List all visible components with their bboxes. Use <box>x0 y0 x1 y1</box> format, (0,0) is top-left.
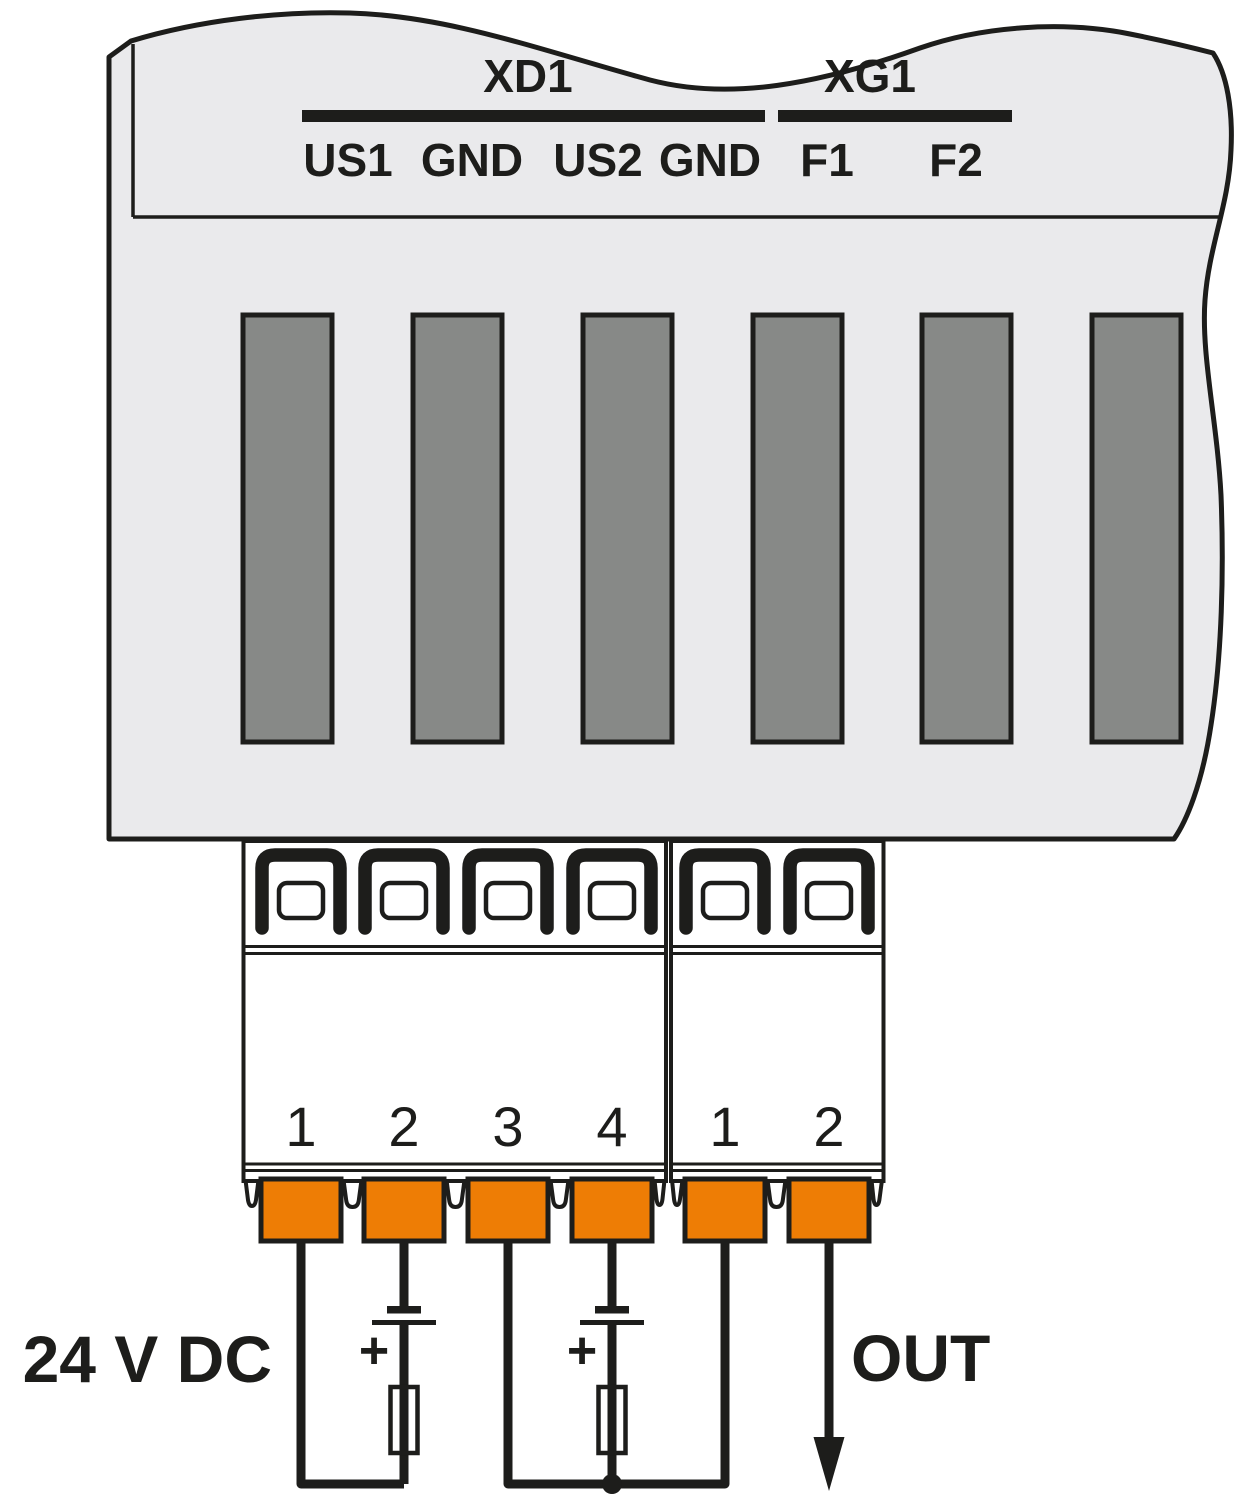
terminal-plug <box>361 1176 447 1244</box>
terminal-number: 1 <box>285 1095 316 1158</box>
junction-dot <box>602 1474 622 1494</box>
housing-notch <box>341 1179 364 1209</box>
terminal-number: 4 <box>596 1095 627 1158</box>
battery-plus-label: + <box>359 1322 389 1380</box>
housing-notch <box>652 1179 667 1207</box>
vent-slot <box>240 312 335 745</box>
terminal-plug <box>465 1176 551 1244</box>
housing-notch <box>670 1179 685 1207</box>
pin-label-f1: F1 <box>800 134 854 186</box>
pin-label-gnd1: GND <box>421 134 523 186</box>
housing-notch <box>869 1179 884 1207</box>
terminal-number: 1 <box>709 1095 740 1158</box>
group-label-xd1: XD1 <box>483 50 572 102</box>
group-label-xg1: XG1 <box>824 50 916 102</box>
supply-voltage-label: 24 V DC <box>23 1322 272 1396</box>
terminal-plug <box>786 1176 872 1244</box>
pin-label-us2: US2 <box>553 134 642 186</box>
pin-label-us1: US1 <box>303 134 392 186</box>
xd1-underline <box>302 110 765 122</box>
terminal-plug <box>682 1176 768 1244</box>
terminal-number: 3 <box>492 1095 523 1158</box>
connector-section-lines <box>245 945 882 1172</box>
terminal-plug <box>569 1176 655 1244</box>
output-arrowhead-icon <box>813 1437 845 1491</box>
battery-plate-long <box>372 1320 436 1325</box>
fuse-symbol <box>388 1384 420 1456</box>
vent-slot <box>580 312 675 745</box>
housing-notch <box>548 1179 571 1209</box>
vent-slot <box>410 312 505 745</box>
fuse-symbol <box>596 1384 628 1456</box>
pin-label-gnd2: GND <box>659 134 761 186</box>
battery-plus-label: + <box>567 1322 597 1380</box>
battery-plate-short <box>387 1306 421 1314</box>
vent-slot <box>1089 312 1184 745</box>
vent-slot <box>919 312 1014 745</box>
xg1-underline <box>778 110 1012 122</box>
battery-plate-short <box>595 1306 629 1314</box>
vent-slot <box>750 312 845 745</box>
terminal-plug <box>258 1176 344 1244</box>
battery-plate-long <box>580 1320 644 1325</box>
housing-notch <box>243 1179 261 1208</box>
housing-notch <box>444 1179 467 1209</box>
housing-notch <box>765 1179 788 1209</box>
terminal-number: 2 <box>813 1095 844 1158</box>
terminal-number: 2 <box>388 1095 419 1158</box>
output-label: OUT <box>851 1321 990 1395</box>
housing-notches <box>243 1179 884 1209</box>
pin-label-f2: F2 <box>929 134 983 186</box>
wire-supply-1 <box>296 1241 404 1489</box>
